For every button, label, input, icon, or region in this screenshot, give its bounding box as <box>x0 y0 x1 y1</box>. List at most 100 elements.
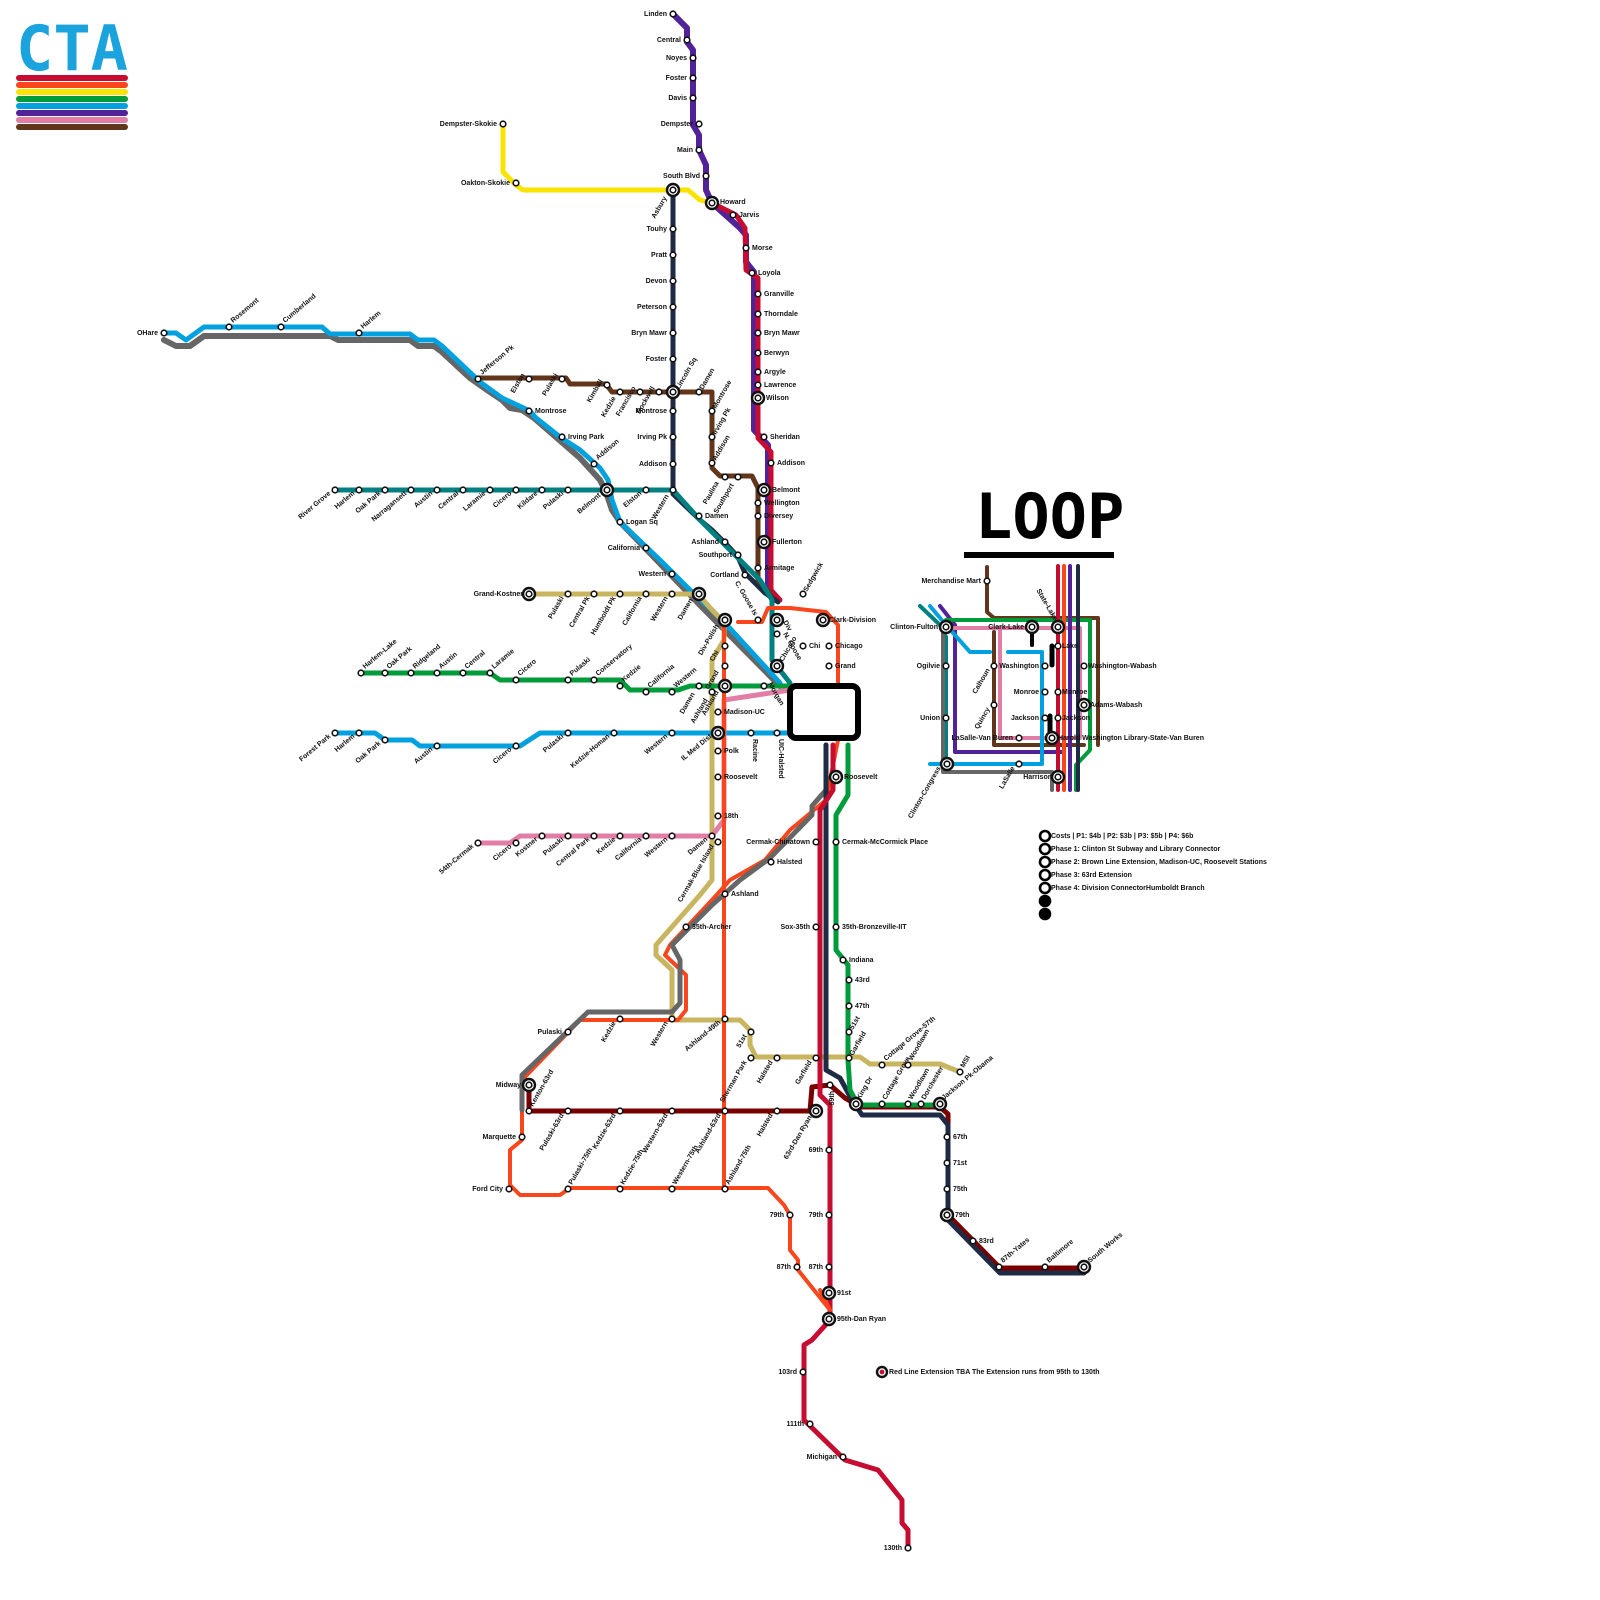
station-grand[interactable] <box>825 662 833 670</box>
station-morgan[interactable] <box>760 682 768 690</box>
station-halsted[interactable] <box>773 1107 781 1115</box>
station-lasalle-van-buren[interactable] <box>1015 734 1023 742</box>
station-cumberland[interactable] <box>277 323 285 331</box>
station-ashland[interactable] <box>717 678 733 694</box>
station-kedzie-homan[interactable] <box>610 729 618 737</box>
station-chi[interactable] <box>721 642 729 650</box>
station-calhoun[interactable] <box>990 662 998 670</box>
station-harlem[interactable] <box>355 486 363 494</box>
station-18th[interactable] <box>714 812 722 820</box>
station-armitage[interactable] <box>754 564 762 572</box>
station-n-goose[interactable] <box>773 630 781 638</box>
station-sox-35th[interactable] <box>812 923 820 931</box>
station-davis[interactable] <box>689 94 697 102</box>
station-kenton-63rd[interactable] <box>525 1107 533 1115</box>
station-bryn-mawr[interactable] <box>669 329 677 337</box>
station-austin[interactable] <box>433 486 441 494</box>
station-wellington[interactable] <box>754 499 762 507</box>
station-montrose[interactable] <box>525 407 533 415</box>
station-clark-division[interactable] <box>815 612 831 628</box>
station-pulaski[interactable] <box>564 832 572 840</box>
station-clark-lake[interactable] <box>1024 619 1040 635</box>
station-humboldt-pk[interactable] <box>616 590 624 598</box>
station-kostner[interactable] <box>538 832 546 840</box>
station-western[interactable] <box>668 688 676 696</box>
station-cermak-blue-island[interactable] <box>714 838 722 846</box>
station-washington-wabash[interactable] <box>1080 662 1088 670</box>
station-pulaski-63rd[interactable] <box>564 1107 572 1115</box>
station-ashland[interactable] <box>708 688 716 696</box>
station-roosevelt[interactable] <box>714 773 722 781</box>
station-devon[interactable] <box>669 277 677 285</box>
station-central[interactable] <box>459 669 467 677</box>
station-pulaski-75th[interactable] <box>564 1185 572 1193</box>
station-belmont[interactable] <box>756 482 772 498</box>
station-garfield[interactable] <box>845 1054 853 1062</box>
station-87th-yates[interactable] <box>995 1263 1003 1271</box>
station-pulaski[interactable] <box>564 676 572 684</box>
station-lake[interactable] <box>1054 642 1062 650</box>
station-merchandise-mart[interactable] <box>983 577 991 585</box>
station-foster[interactable] <box>669 355 677 363</box>
station-western-75th[interactable] <box>668 1185 676 1193</box>
station-rosemont[interactable] <box>225 323 233 331</box>
station-79th[interactable] <box>825 1211 833 1219</box>
station-harold-washington-library-state-van-buren[interactable] <box>1044 730 1060 746</box>
station-pratt[interactable] <box>669 251 677 259</box>
station-halsted[interactable] <box>767 858 775 866</box>
station-addison[interactable] <box>767 459 775 467</box>
station-harlem[interactable] <box>355 329 363 337</box>
station-jackson-pk-obama[interactable] <box>932 1096 948 1112</box>
station-western[interactable] <box>668 590 676 598</box>
station-foster[interactable] <box>689 74 697 82</box>
station-california[interactable] <box>642 590 650 598</box>
station-harlem[interactable] <box>355 729 363 737</box>
station-111th[interactable] <box>806 1420 814 1428</box>
station-oakton-skokie[interactable] <box>512 179 520 187</box>
station-montrose[interactable] <box>669 407 677 415</box>
station-howard[interactable] <box>704 195 720 211</box>
station-california[interactable] <box>642 832 650 840</box>
station-grand-kostner[interactable] <box>521 586 537 602</box>
station-sherman-park[interactable] <box>747 1054 755 1062</box>
station-ridgeland[interactable] <box>407 669 415 677</box>
station-addison[interactable] <box>708 459 716 467</box>
station-87th[interactable] <box>793 1263 801 1271</box>
station-king-dr[interactable] <box>848 1096 864 1112</box>
station-damen[interactable] <box>708 832 716 840</box>
station-western[interactable] <box>668 832 676 840</box>
station-79th[interactable] <box>939 1207 955 1223</box>
station-polk[interactable] <box>714 747 722 755</box>
station-kimball[interactable] <box>603 381 611 389</box>
station-south-blvd[interactable] <box>702 172 710 180</box>
station-sheridan[interactable] <box>760 433 768 441</box>
station-pulaski[interactable] <box>558 375 566 383</box>
station-indiana[interactable] <box>839 956 847 964</box>
station-monroe[interactable] <box>1041 688 1049 696</box>
station-california[interactable] <box>642 544 650 552</box>
station-fullerton[interactable] <box>756 534 772 550</box>
station-elston[interactable] <box>525 375 533 383</box>
station-59th[interactable] <box>826 1081 834 1089</box>
station-lawrence[interactable] <box>754 381 762 389</box>
station-damen[interactable] <box>695 512 703 520</box>
station-35th-archer[interactable] <box>682 923 690 931</box>
station-sedgwick[interactable] <box>799 590 807 598</box>
station-il-med-dist[interactable] <box>710 725 726 741</box>
station-jackson[interactable] <box>1054 714 1062 722</box>
station-67th[interactable] <box>943 1133 951 1141</box>
station-berwyn[interactable] <box>754 349 762 357</box>
station-oak-park[interactable] <box>381 736 389 744</box>
station-roosevelt[interactable] <box>828 769 844 785</box>
station-damen[interactable] <box>691 586 707 602</box>
station-logan-sq[interactable] <box>616 518 624 526</box>
station-130th[interactable] <box>904 1544 912 1552</box>
station-quincy[interactable] <box>990 701 998 709</box>
station-dempster-skokie[interactable] <box>499 120 507 128</box>
station-madison-uc[interactable] <box>714 708 722 716</box>
station-south-works[interactable] <box>1076 1259 1092 1275</box>
station-irving-park[interactable] <box>558 433 566 441</box>
station-dempster[interactable] <box>695 120 703 128</box>
station-ashland-63rd[interactable] <box>721 1107 729 1115</box>
station-dorchester[interactable] <box>917 1100 925 1108</box>
